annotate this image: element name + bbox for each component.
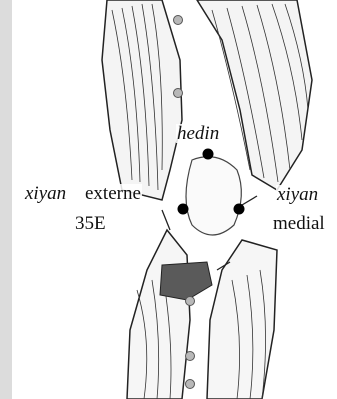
point-meridian-lower-1: [186, 297, 195, 306]
thigh-muscle-left: [102, 0, 182, 200]
label-xiyan-externe: xiyan: [24, 184, 67, 203]
point-xiyan-externe: [178, 204, 189, 215]
point-hedin: [203, 149, 214, 160]
point-meridian-lower-2: [186, 352, 195, 361]
lower-leg-right: [207, 240, 277, 399]
point-xiyan-medial: [234, 204, 245, 215]
label-xiyan-medial: xiyan: [276, 185, 319, 204]
label-hedin: hedin: [176, 124, 220, 143]
point-meridian-lower-3: [186, 380, 195, 389]
tendon-shading: [160, 262, 212, 300]
label-medial: medial: [272, 214, 326, 233]
point-meridian-top: [174, 16, 183, 25]
label-35e: 35E: [74, 214, 107, 233]
label-externe: externe: [84, 184, 142, 203]
point-meridian-upper: [174, 89, 183, 98]
patella: [186, 157, 241, 235]
